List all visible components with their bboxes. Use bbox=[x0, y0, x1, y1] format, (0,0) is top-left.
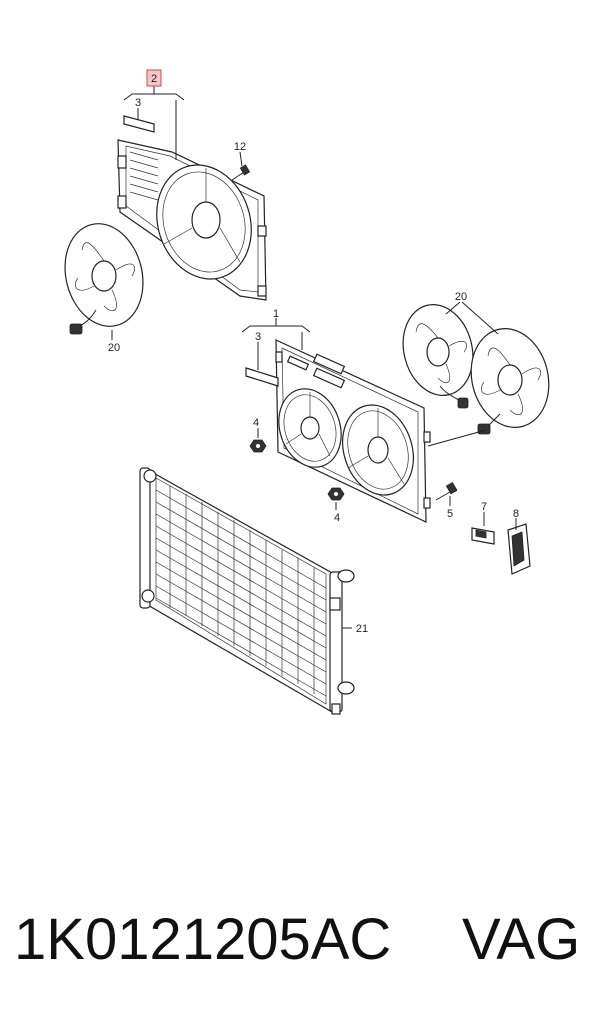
callout-21: 21 bbox=[356, 623, 368, 635]
seal-strip-middle bbox=[245, 367, 279, 387]
callout-2-label: 2 bbox=[151, 73, 157, 85]
screw-12 bbox=[231, 164, 251, 181]
callout-20-left: 20 bbox=[108, 342, 120, 354]
right-fan-1 bbox=[402, 304, 474, 409]
callout-8: 8 bbox=[513, 508, 519, 520]
lower-fan-shroud bbox=[275, 339, 431, 523]
left-fan bbox=[64, 223, 144, 335]
callout-2: 2 bbox=[146, 69, 162, 87]
brand-name: VAG bbox=[462, 907, 581, 972]
part-number: 1K0121205AC bbox=[14, 907, 392, 972]
exploded-parts-diagram: 2 3 12 20 1 3 4 4 5 20 7 8 21 bbox=[64, 69, 550, 715]
screw-5 bbox=[435, 481, 458, 501]
callout-3-top: 3 bbox=[135, 97, 141, 109]
right-fan-2 bbox=[470, 328, 550, 435]
callout-2-highlight bbox=[146, 69, 162, 87]
callout-7: 7 bbox=[481, 501, 487, 513]
clip-7 bbox=[471, 527, 495, 545]
leader-lines bbox=[111, 86, 517, 629]
callout-3-middle: 3 bbox=[255, 331, 261, 343]
nut-4-bottom bbox=[327, 487, 345, 501]
callout-5: 5 bbox=[447, 508, 453, 520]
seal-strip-top bbox=[123, 115, 155, 133]
bracket-8 bbox=[507, 523, 531, 575]
callout-20-right: 20 bbox=[455, 291, 467, 303]
shroud-louvres bbox=[129, 151, 159, 201]
callout-4-bottom: 4 bbox=[334, 512, 340, 524]
callout-12: 12 bbox=[234, 141, 246, 153]
upper-fan-shroud bbox=[117, 139, 267, 301]
fan-cable bbox=[427, 429, 487, 447]
callout-4-top: 4 bbox=[253, 417, 259, 429]
caption-bar: 1K0121205AC VAG bbox=[0, 895, 600, 985]
radiator-core-fins bbox=[155, 486, 327, 697]
callout-1: 1 bbox=[273, 308, 279, 320]
nut-4-top bbox=[249, 439, 267, 453]
radiator-21 bbox=[139, 467, 355, 715]
